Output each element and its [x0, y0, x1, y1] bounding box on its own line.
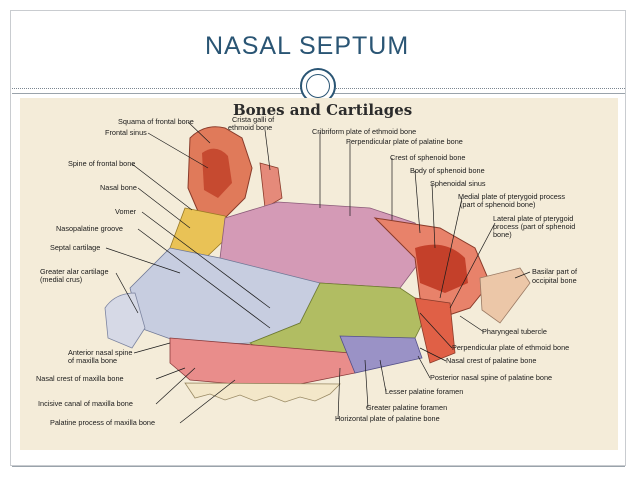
label-post-spine: Posterior nasal spine of palatine bone — [430, 373, 553, 382]
label-ant-spine-1: Anterior nasal spine — [68, 348, 133, 357]
label-perp-palatine: Perpendicular plate of palatine bone — [346, 137, 463, 146]
label-body-sphenoid: Body of sphenoid bone — [410, 166, 485, 175]
label-lateral-plate-2: process (part of sphenoid — [493, 222, 576, 231]
label-lateral-plate-3: bone) — [493, 230, 512, 239]
anatomy-figure: Bones and Cartilages Squama of frontal b… — [20, 98, 618, 450]
label-medial-plate-2: (part of sphenoid bone) — [460, 200, 536, 209]
label-basilar-1: Basilar part of — [532, 267, 578, 276]
label-horizontal-plate: Horizontal plate of palatine bone — [335, 414, 440, 423]
nasal-septum-illustration — [104, 126, 531, 403]
label-medial-plate-1: Medial plate of pterygoid process — [458, 192, 566, 201]
label-nasal-crest-maxilla: Nasal crest of maxilla bone — [36, 374, 124, 383]
label-greater-foramen: Greater palatine foramen — [366, 403, 448, 412]
label-nasopalatine: Nasopalatine groove — [56, 224, 123, 233]
figure-title: Bones and Cartilages — [233, 101, 413, 119]
label-crista-galli-1: Crista galli of — [232, 115, 275, 124]
label-frontal-sinus: Frontal sinus — [105, 128, 147, 137]
label-sphenoidal-sinus: Sphenoidal sinus — [430, 179, 486, 188]
label-spine-frontal: Spine of frontal bone — [68, 159, 136, 168]
label-crista-galli-2: ethmoid bone — [228, 123, 273, 132]
label-ant-spine-2: of maxilla bone — [68, 356, 118, 365]
occipital-bone-shape — [479, 267, 531, 324]
label-septal-cartilage: Septal cartilage — [50, 243, 101, 252]
label-palatine-process: Palatine process of maxilla bone — [50, 418, 156, 427]
label-vomer: Vomer — [115, 207, 137, 216]
frontal-sinus-shape — [202, 148, 232, 198]
label-pharyngeal: Pharyngeal tubercle — [482, 327, 547, 336]
label-nasal-bone: Nasal bone — [100, 183, 137, 192]
label-lesser-foramen: Lesser palatine foramen — [385, 387, 464, 396]
label-squama-frontal: Squama of frontal bone — [118, 117, 194, 126]
label-basilar-2: occipital bone — [532, 276, 577, 285]
label-nasal-crest-palatine: Nasal crest of palatine bone — [446, 356, 537, 365]
crista-galli-shape — [259, 162, 283, 209]
label-perp-ethmoid: Perpendicular plate of ethmoid bone — [452, 343, 570, 352]
slide-frame — [10, 10, 626, 466]
label-incisive: Incisive canal of maxilla bone — [38, 399, 133, 408]
slide-bottom-rule — [12, 466, 625, 467]
label-cribriform: Cribriform plate of ethmoid bone — [312, 127, 417, 136]
teeth-shape — [184, 382, 341, 403]
medial-pterygoid-shape — [414, 297, 456, 364]
label-lateral-plate-1: Lateral plate of pterygoid — [493, 214, 574, 223]
label-alar-2: (medial crus) — [40, 275, 83, 284]
label-crest-sphenoid: Crest of sphenoid bone — [390, 153, 466, 162]
label-alar-1: Greater alar cartilage — [40, 267, 109, 276]
slide-title: NASAL SEPTUM — [205, 32, 410, 60]
